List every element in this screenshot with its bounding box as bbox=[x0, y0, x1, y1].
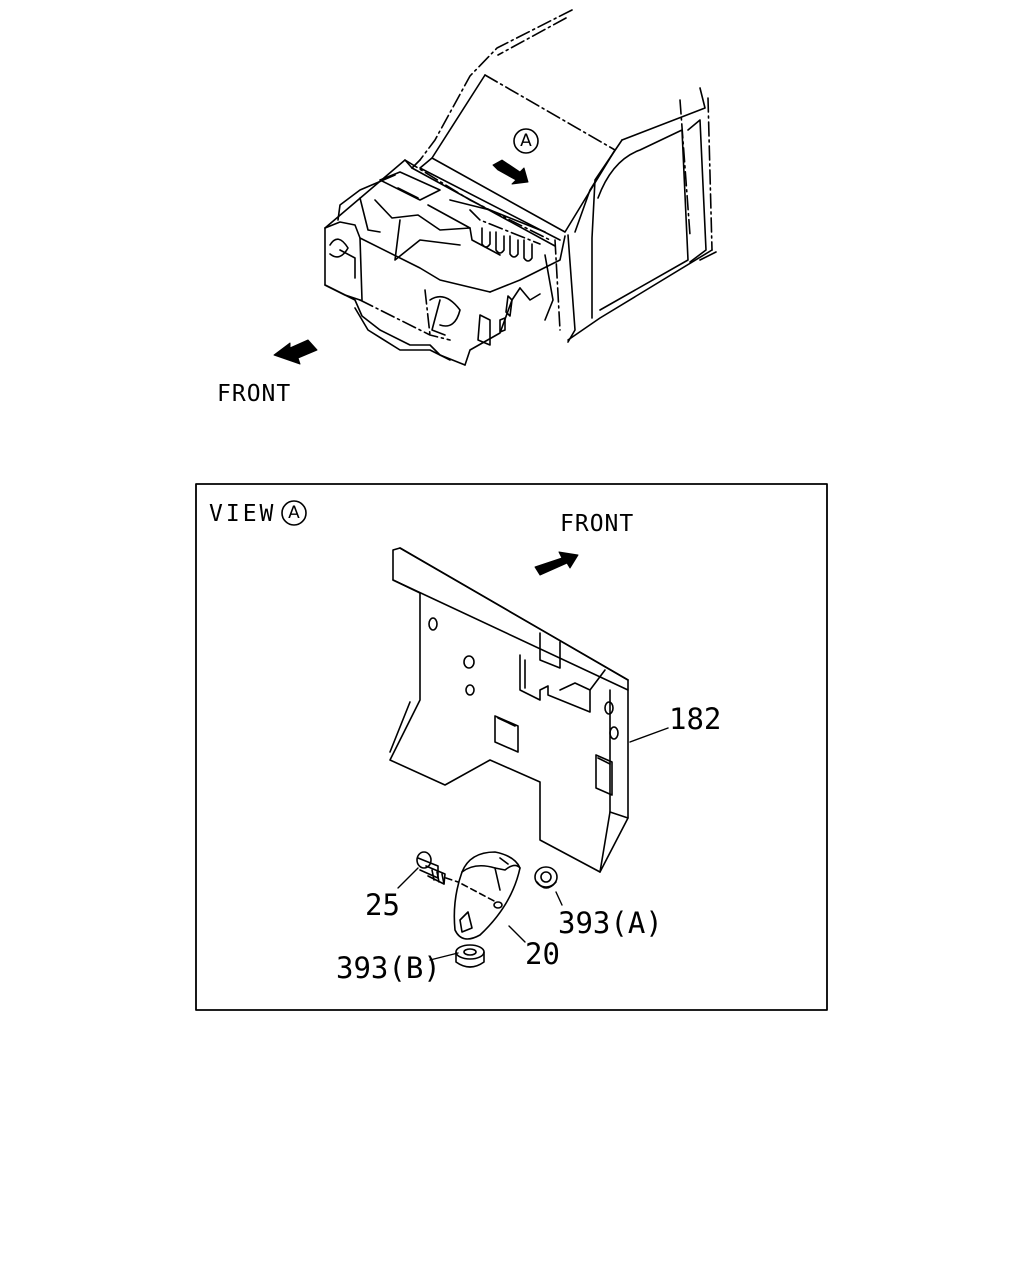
top-front-label: FRONT bbox=[217, 381, 292, 407]
view-a-frame bbox=[195, 483, 828, 1011]
top-view-marker-letter: A bbox=[520, 130, 532, 151]
view-label-marker-letter: A bbox=[288, 502, 300, 523]
view-marker-circle bbox=[513, 128, 539, 154]
part-182-label: 182 bbox=[669, 702, 722, 736]
grommet-393a bbox=[534, 866, 558, 889]
bolt-25 bbox=[416, 851, 497, 903]
detail-front-arrow-icon bbox=[534, 551, 579, 576]
view-label-circle bbox=[281, 500, 307, 526]
view-label: VIEW bbox=[209, 501, 277, 527]
panel-182 bbox=[389, 547, 629, 873]
front-arrow-icon bbox=[273, 339, 318, 365]
bracket-20 bbox=[453, 851, 521, 940]
cab-body-illustration bbox=[324, 9, 717, 366]
leader-lines bbox=[397, 727, 669, 961]
part-393a-label: 393(A) bbox=[558, 906, 663, 940]
grommet-393b bbox=[455, 944, 485, 968]
detail-front-label: FRONT bbox=[560, 511, 635, 537]
part-20-label: 20 bbox=[525, 937, 560, 971]
part-25-label: 25 bbox=[365, 888, 400, 922]
view-direction-arrow-icon bbox=[492, 159, 529, 185]
part-393b-label: 393(B) bbox=[336, 951, 441, 985]
